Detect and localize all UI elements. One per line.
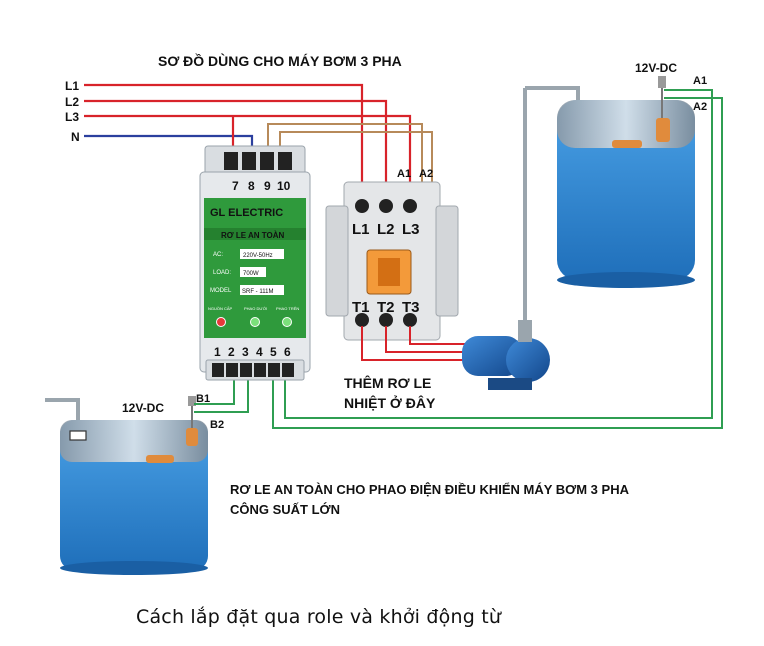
spec-model-value: SRF - 111M <box>242 289 273 295</box>
lower-b1-label: B1 <box>196 393 210 405</box>
led-label-power: NGUỒN CẤP <box>208 306 233 311</box>
contactor-input-l2: L2 <box>377 221 395 238</box>
description-line1: RƠ LE AN TOÀN CHO PHAO ĐIỆN ĐIỀU KHIỂN M… <box>230 482 630 497</box>
diagram-title: SƠ ĐỒ DÙNG CHO MÁY BƠM 3 PHA <box>158 52 402 69</box>
wire-a2 <box>272 97 723 429</box>
upper-supply-label: 12V-DC <box>635 61 677 75</box>
relay-terminal-3: 3 <box>242 345 249 359</box>
wire-relay-9 <box>267 123 423 190</box>
spec-load-value: 700W <box>243 271 259 277</box>
spec-ac-key: AC: <box>213 252 223 258</box>
caption: Cách lắp đặt qua role và khởi động từ <box>136 606 502 628</box>
spec-model-key: MODEL <box>210 288 232 294</box>
phase-wires <box>84 83 412 196</box>
relay-terminal-5: 5 <box>270 345 277 359</box>
contactor-output-t1: T1 <box>352 299 370 316</box>
lower-b2-label: B2 <box>210 419 224 431</box>
motor-wires <box>361 326 466 361</box>
relay-terminal-7: 7 <box>232 179 239 193</box>
relay-terminal-1: 1 <box>214 345 221 359</box>
contactor-input-l1: L1 <box>352 221 370 238</box>
led-label-lower-float: PHAO DƯỚI <box>244 306 267 311</box>
wire-l1 <box>84 83 364 196</box>
led-power-icon <box>216 317 226 327</box>
lower-tank <box>45 396 208 575</box>
control-wires <box>267 123 433 190</box>
led-upper-float-icon <box>282 317 292 327</box>
thermal-relay-note-line1: THÊM RƠ LE <box>344 374 431 391</box>
relay-brand: GL ELECTRIC <box>210 207 283 219</box>
wire-b2 <box>194 368 249 413</box>
led-lower-float-icon <box>250 317 260 327</box>
line-l3-label: L3 <box>65 110 79 124</box>
wire-l3 <box>84 114 412 196</box>
relay-name: RƠ LE AN TOÀN <box>221 231 284 240</box>
pump <box>462 320 550 390</box>
upper-a1-label: A1 <box>693 75 707 87</box>
relay-terminal-2: 2 <box>228 345 235 359</box>
wire-a1 <box>284 89 713 419</box>
contactor-output-t2: T2 <box>377 299 395 316</box>
description-line2: CÔNG SUẤT LỚN <box>230 502 340 517</box>
spec-load-key: LOAD: <box>213 270 231 276</box>
signal-wires-upper <box>272 89 723 429</box>
contactor-input-l3: L3 <box>402 221 420 238</box>
lower-supply-label: 12V-DC <box>122 401 164 415</box>
spec-ac-value: 220V-50Hz <box>243 253 273 259</box>
safety-relay: 7 8 9 10 GL ELECTRIC RƠ LE AN TOÀN AC: 2… <box>199 145 311 381</box>
lower-float-sensor <box>146 455 174 463</box>
pump-volute <box>506 338 550 382</box>
relay-bottom-screws <box>212 363 294 377</box>
relay-terminal-9: 9 <box>264 179 271 193</box>
relay-terminal-4: 4 <box>256 345 263 359</box>
relay-terminal-6: 6 <box>284 345 291 359</box>
wire-l2 <box>84 99 388 196</box>
coil-a1-label: A1 <box>397 168 411 180</box>
contactor <box>325 181 459 341</box>
coil-a2-label: A2 <box>419 168 433 180</box>
led-label-upper-float: PHAO TRÊN <box>276 306 299 311</box>
upper-a2-label: A2 <box>693 101 707 113</box>
wire-relay-10 <box>279 131 433 190</box>
relay-terminal-8: 8 <box>248 179 255 193</box>
relay-terminal-10: 10 <box>277 179 291 193</box>
upper-tank <box>523 76 695 336</box>
upper-float-sensor <box>612 140 642 148</box>
line-l1-label: L1 <box>65 79 79 93</box>
line-l2-label: L2 <box>65 95 79 109</box>
relay-spec-table: AC: 220V-50Hz LOAD: 700W MODEL SRF - 111… <box>210 249 284 295</box>
relay-top-screws <box>224 152 292 170</box>
line-n-label: N <box>71 130 80 144</box>
relay-led-labels: NGUỒN CẤP PHAO DƯỚI PHAO TRÊN <box>208 306 299 311</box>
thermal-relay-note-line2: NHIỆT Ở ĐÂY <box>344 394 436 411</box>
contactor-output-t3: T3 <box>402 299 420 316</box>
